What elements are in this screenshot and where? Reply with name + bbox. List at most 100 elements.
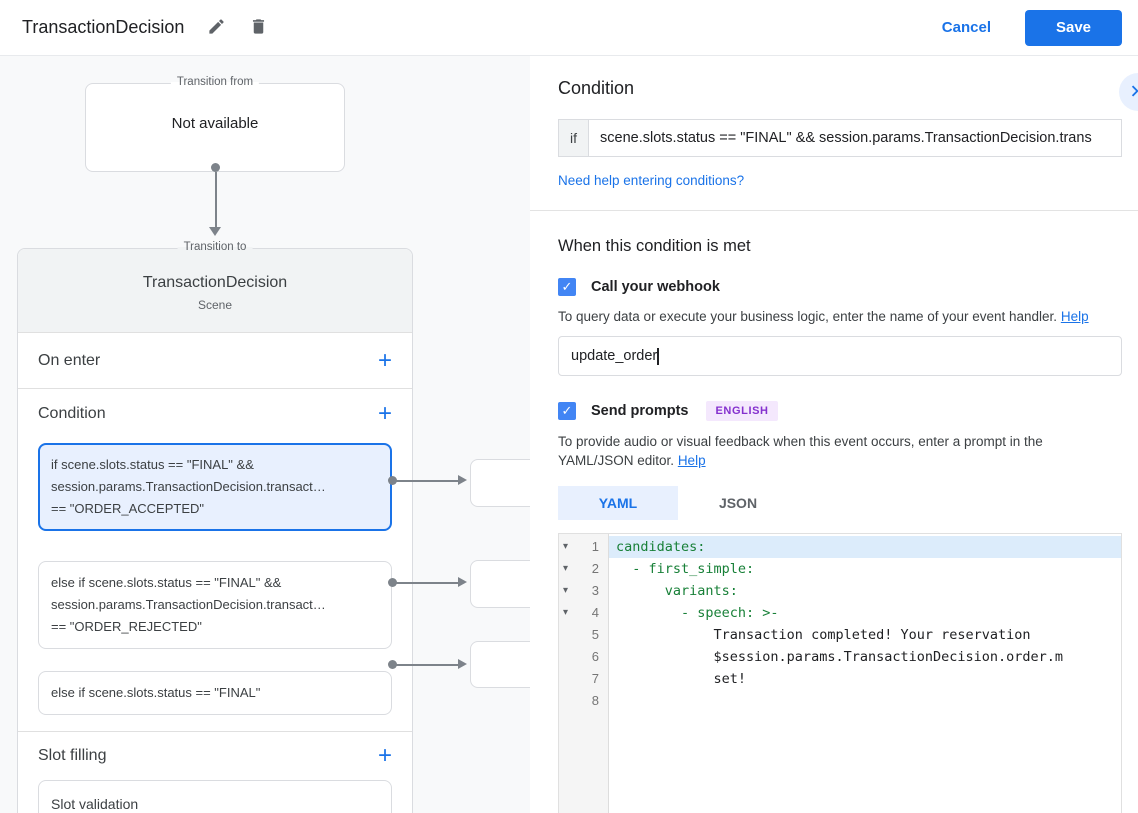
gutter-line: 7 bbox=[559, 668, 608, 690]
line-number: 3 bbox=[591, 583, 599, 598]
gutter-line: ▾1 bbox=[559, 536, 608, 558]
section-divider bbox=[530, 210, 1138, 211]
line-number: 5 bbox=[591, 627, 599, 642]
check-icon: ✓ bbox=[561, 279, 573, 294]
gutter-line: ▾4 bbox=[559, 602, 608, 624]
slot-validation-card[interactable]: Slot validation bbox=[38, 780, 392, 813]
tab-json[interactable]: JSON bbox=[718, 495, 758, 511]
condition-section: Condition + if scene.slots.status == "FI… bbox=[18, 389, 412, 732]
code-line[interactable]: candidates: bbox=[609, 536, 1121, 558]
condition-line: == "ORDER_REJECTED" bbox=[51, 619, 202, 634]
condition-expression-input[interactable]: scene.slots.status == "FINAL" && session… bbox=[589, 119, 1122, 157]
when-met-heading: When this condition is met bbox=[558, 237, 751, 255]
add-on-enter-button[interactable]: + bbox=[377, 346, 392, 374]
text-caret bbox=[657, 347, 659, 365]
condition-line: == "ORDER_ACCEPTED" bbox=[51, 501, 204, 516]
condition-section-label: Condition bbox=[38, 405, 106, 422]
transition-target-box[interactable] bbox=[470, 459, 530, 507]
save-button[interactable]: Save bbox=[1025, 9, 1122, 46]
add-slot-button[interactable]: + bbox=[377, 742, 392, 769]
prompts-help-link[interactable]: Help bbox=[677, 453, 706, 468]
connector-line bbox=[396, 479, 459, 482]
send-prompts-checkbox[interactable]: ✓ bbox=[558, 402, 576, 420]
condition-card-rejected[interactable]: else if scene.slots.status == "FINAL" &&… bbox=[38, 561, 392, 649]
code-line[interactable] bbox=[609, 690, 1121, 712]
line-number: 4 bbox=[591, 605, 599, 620]
webhook-label: Call your webhook bbox=[591, 279, 720, 295]
prompts-helper: To provide audio or visual feedback when… bbox=[558, 434, 1043, 468]
webhook-helper: To query data or execute your business l… bbox=[558, 309, 1058, 324]
on-enter-label: On enter bbox=[38, 351, 101, 369]
code-line[interactable]: Transaction completed! Your reservation bbox=[616, 627, 1031, 643]
send-prompts-label: Send prompts bbox=[591, 403, 689, 419]
tab-yaml[interactable]: YAML bbox=[558, 486, 678, 520]
transition-from-content: Not available bbox=[171, 115, 259, 132]
connector-dot bbox=[211, 163, 220, 172]
fold-toggle-icon[interactable]: ▾ bbox=[563, 563, 569, 574]
code-line[interactable]: $session.params.TransactionDecision.orde… bbox=[616, 649, 1064, 665]
fold-toggle-icon[interactable]: ▾ bbox=[563, 607, 569, 618]
event-handler-value: update_order bbox=[571, 348, 658, 364]
delete-scene-button[interactable] bbox=[238, 8, 278, 48]
trash-icon bbox=[249, 17, 268, 39]
scene-title: TransactionDecision bbox=[142, 274, 288, 291]
connector-dot bbox=[388, 578, 397, 587]
transition-to-box: Transition to TransactionDecision Scene … bbox=[17, 241, 413, 813]
connector-dot bbox=[388, 476, 397, 485]
add-condition-button[interactable]: + bbox=[377, 400, 392, 427]
conditions-help-link[interactable]: Need help entering conditions? bbox=[558, 173, 745, 188]
on-enter-section[interactable]: On enter + bbox=[18, 333, 412, 389]
transition-target-box[interactable] bbox=[470, 560, 530, 608]
webhook-help-link[interactable]: Help bbox=[1060, 309, 1089, 324]
connector-arrowhead bbox=[458, 577, 467, 587]
webhook-helper-text: To query data or execute your business l… bbox=[558, 307, 1118, 326]
connector-line bbox=[396, 663, 459, 666]
cancel-button[interactable]: Cancel bbox=[941, 19, 991, 36]
condition-line: session.params.TransactionDecision.trans… bbox=[51, 597, 326, 612]
webhook-checkbox[interactable]: ✓ bbox=[558, 278, 576, 296]
condition-card-accepted[interactable]: if scene.slots.status == "FINAL" && sess… bbox=[38, 443, 392, 531]
code-line[interactable]: - first_simple: bbox=[616, 561, 755, 577]
editor-code-area[interactable]: candidates: - first_simple: variants: - … bbox=[609, 534, 1121, 813]
scene-diagram-canvas: Transition from Not available Transition… bbox=[0, 56, 530, 813]
top-bar: TransactionDecision Cancel Save bbox=[0, 0, 1138, 56]
code-line[interactable]: - speech: >- bbox=[616, 605, 779, 621]
event-handler-input[interactable]: update_order bbox=[558, 336, 1122, 376]
collapse-panel-button[interactable] bbox=[1119, 73, 1138, 111]
gutter-line: 8 bbox=[559, 690, 608, 712]
connector-arrowhead bbox=[209, 227, 221, 236]
code-line[interactable]: variants: bbox=[616, 583, 738, 599]
check-icon: ✓ bbox=[561, 403, 573, 418]
fold-toggle-icon[interactable]: ▾ bbox=[563, 585, 569, 596]
fold-toggle-icon[interactable]: ▾ bbox=[563, 541, 569, 552]
scene-header[interactable]: TransactionDecision Scene bbox=[18, 249, 412, 333]
if-prefix: if bbox=[558, 119, 589, 157]
edit-title-button[interactable] bbox=[196, 8, 236, 48]
connector-line bbox=[396, 581, 459, 584]
gutter-line: 5 bbox=[559, 624, 608, 646]
scene-subtitle: Scene bbox=[197, 298, 233, 312]
condition-expression-field: if scene.slots.status == "FINAL" && sess… bbox=[558, 119, 1122, 157]
transition-to-legend: Transition to bbox=[177, 241, 253, 253]
editor-gutter: ▾1 ▾2 ▾3 ▾4 5 6 7 8 bbox=[559, 534, 609, 813]
line-number: 1 bbox=[591, 539, 599, 554]
prompts-helper-text: To provide audio or visual feedback when… bbox=[558, 432, 1118, 470]
transition-from-legend: Transition from bbox=[170, 76, 260, 88]
gutter-line: 6 bbox=[559, 646, 608, 668]
code-line[interactable]: set! bbox=[616, 671, 747, 687]
yaml-editor[interactable]: ▾1 ▾2 ▾3 ▾4 5 6 7 8 candidates: - first_… bbox=[558, 533, 1122, 813]
chevron-right-icon bbox=[1124, 80, 1138, 105]
pencil-icon bbox=[207, 17, 226, 39]
transition-from-box: Transition from Not available bbox=[85, 76, 345, 172]
line-number: 7 bbox=[591, 671, 599, 686]
line-number: 6 bbox=[591, 649, 599, 664]
condition-card-final[interactable]: else if scene.slots.status == "FINAL" bbox=[38, 671, 392, 715]
page-title: TransactionDecision bbox=[22, 17, 185, 37]
condition-line: if scene.slots.status == "FINAL" && bbox=[51, 457, 254, 472]
panel-title: Condition bbox=[558, 78, 635, 98]
transition-target-box[interactable] bbox=[470, 641, 530, 688]
slot-filling-label: Slot filling bbox=[38, 747, 107, 764]
condition-line: session.params.TransactionDecision.trans… bbox=[51, 479, 326, 494]
connector-dot bbox=[388, 660, 397, 669]
connector-arrowhead bbox=[458, 475, 467, 485]
